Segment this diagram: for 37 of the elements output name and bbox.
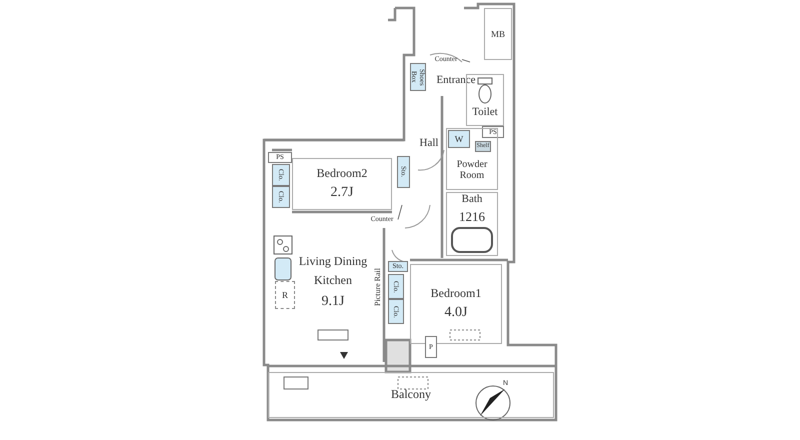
room-area	[410, 264, 502, 344]
storage-space	[275, 281, 295, 309]
room-name: Living Dining Kitchen	[298, 253, 368, 290]
picture-rail-label: Picture Rail	[374, 268, 382, 306]
storage-space	[397, 156, 410, 188]
room-name: Hall	[420, 137, 438, 150]
storage-space	[388, 274, 404, 299]
room-name: Entrance	[436, 74, 476, 86]
storage-space	[410, 63, 426, 91]
room-name: Toilet	[472, 106, 498, 119]
storage-space	[388, 261, 408, 272]
room-area	[446, 128, 498, 190]
storage-label: W	[454, 134, 464, 144]
room-name: Powder Room	[456, 158, 488, 182]
storage-label: R	[282, 290, 288, 300]
storage-space	[388, 299, 404, 324]
storage-space	[268, 152, 292, 163]
room-size: 4.0J	[444, 304, 468, 321]
room-name: Bath	[462, 193, 482, 206]
storage-space	[482, 126, 504, 138]
leader-line	[462, 59, 470, 62]
room-name: Balcony	[391, 388, 431, 402]
room-size: 9.1J	[322, 294, 344, 310]
storage-space	[272, 186, 290, 208]
room-area	[268, 372, 554, 418]
storage-space	[448, 130, 470, 148]
room-size: 1216	[459, 210, 485, 225]
storage-space	[272, 164, 290, 186]
room-name: Bedroom1	[430, 287, 482, 301]
room-name: Bedroom2	[316, 167, 368, 181]
leader-line	[398, 204, 402, 220]
storage-space	[425, 336, 437, 358]
room-area	[484, 8, 512, 60]
room-area	[292, 158, 392, 210]
room-size: 2.7J	[330, 184, 354, 201]
room-name: MB	[490, 28, 505, 40]
room-area	[446, 192, 498, 256]
